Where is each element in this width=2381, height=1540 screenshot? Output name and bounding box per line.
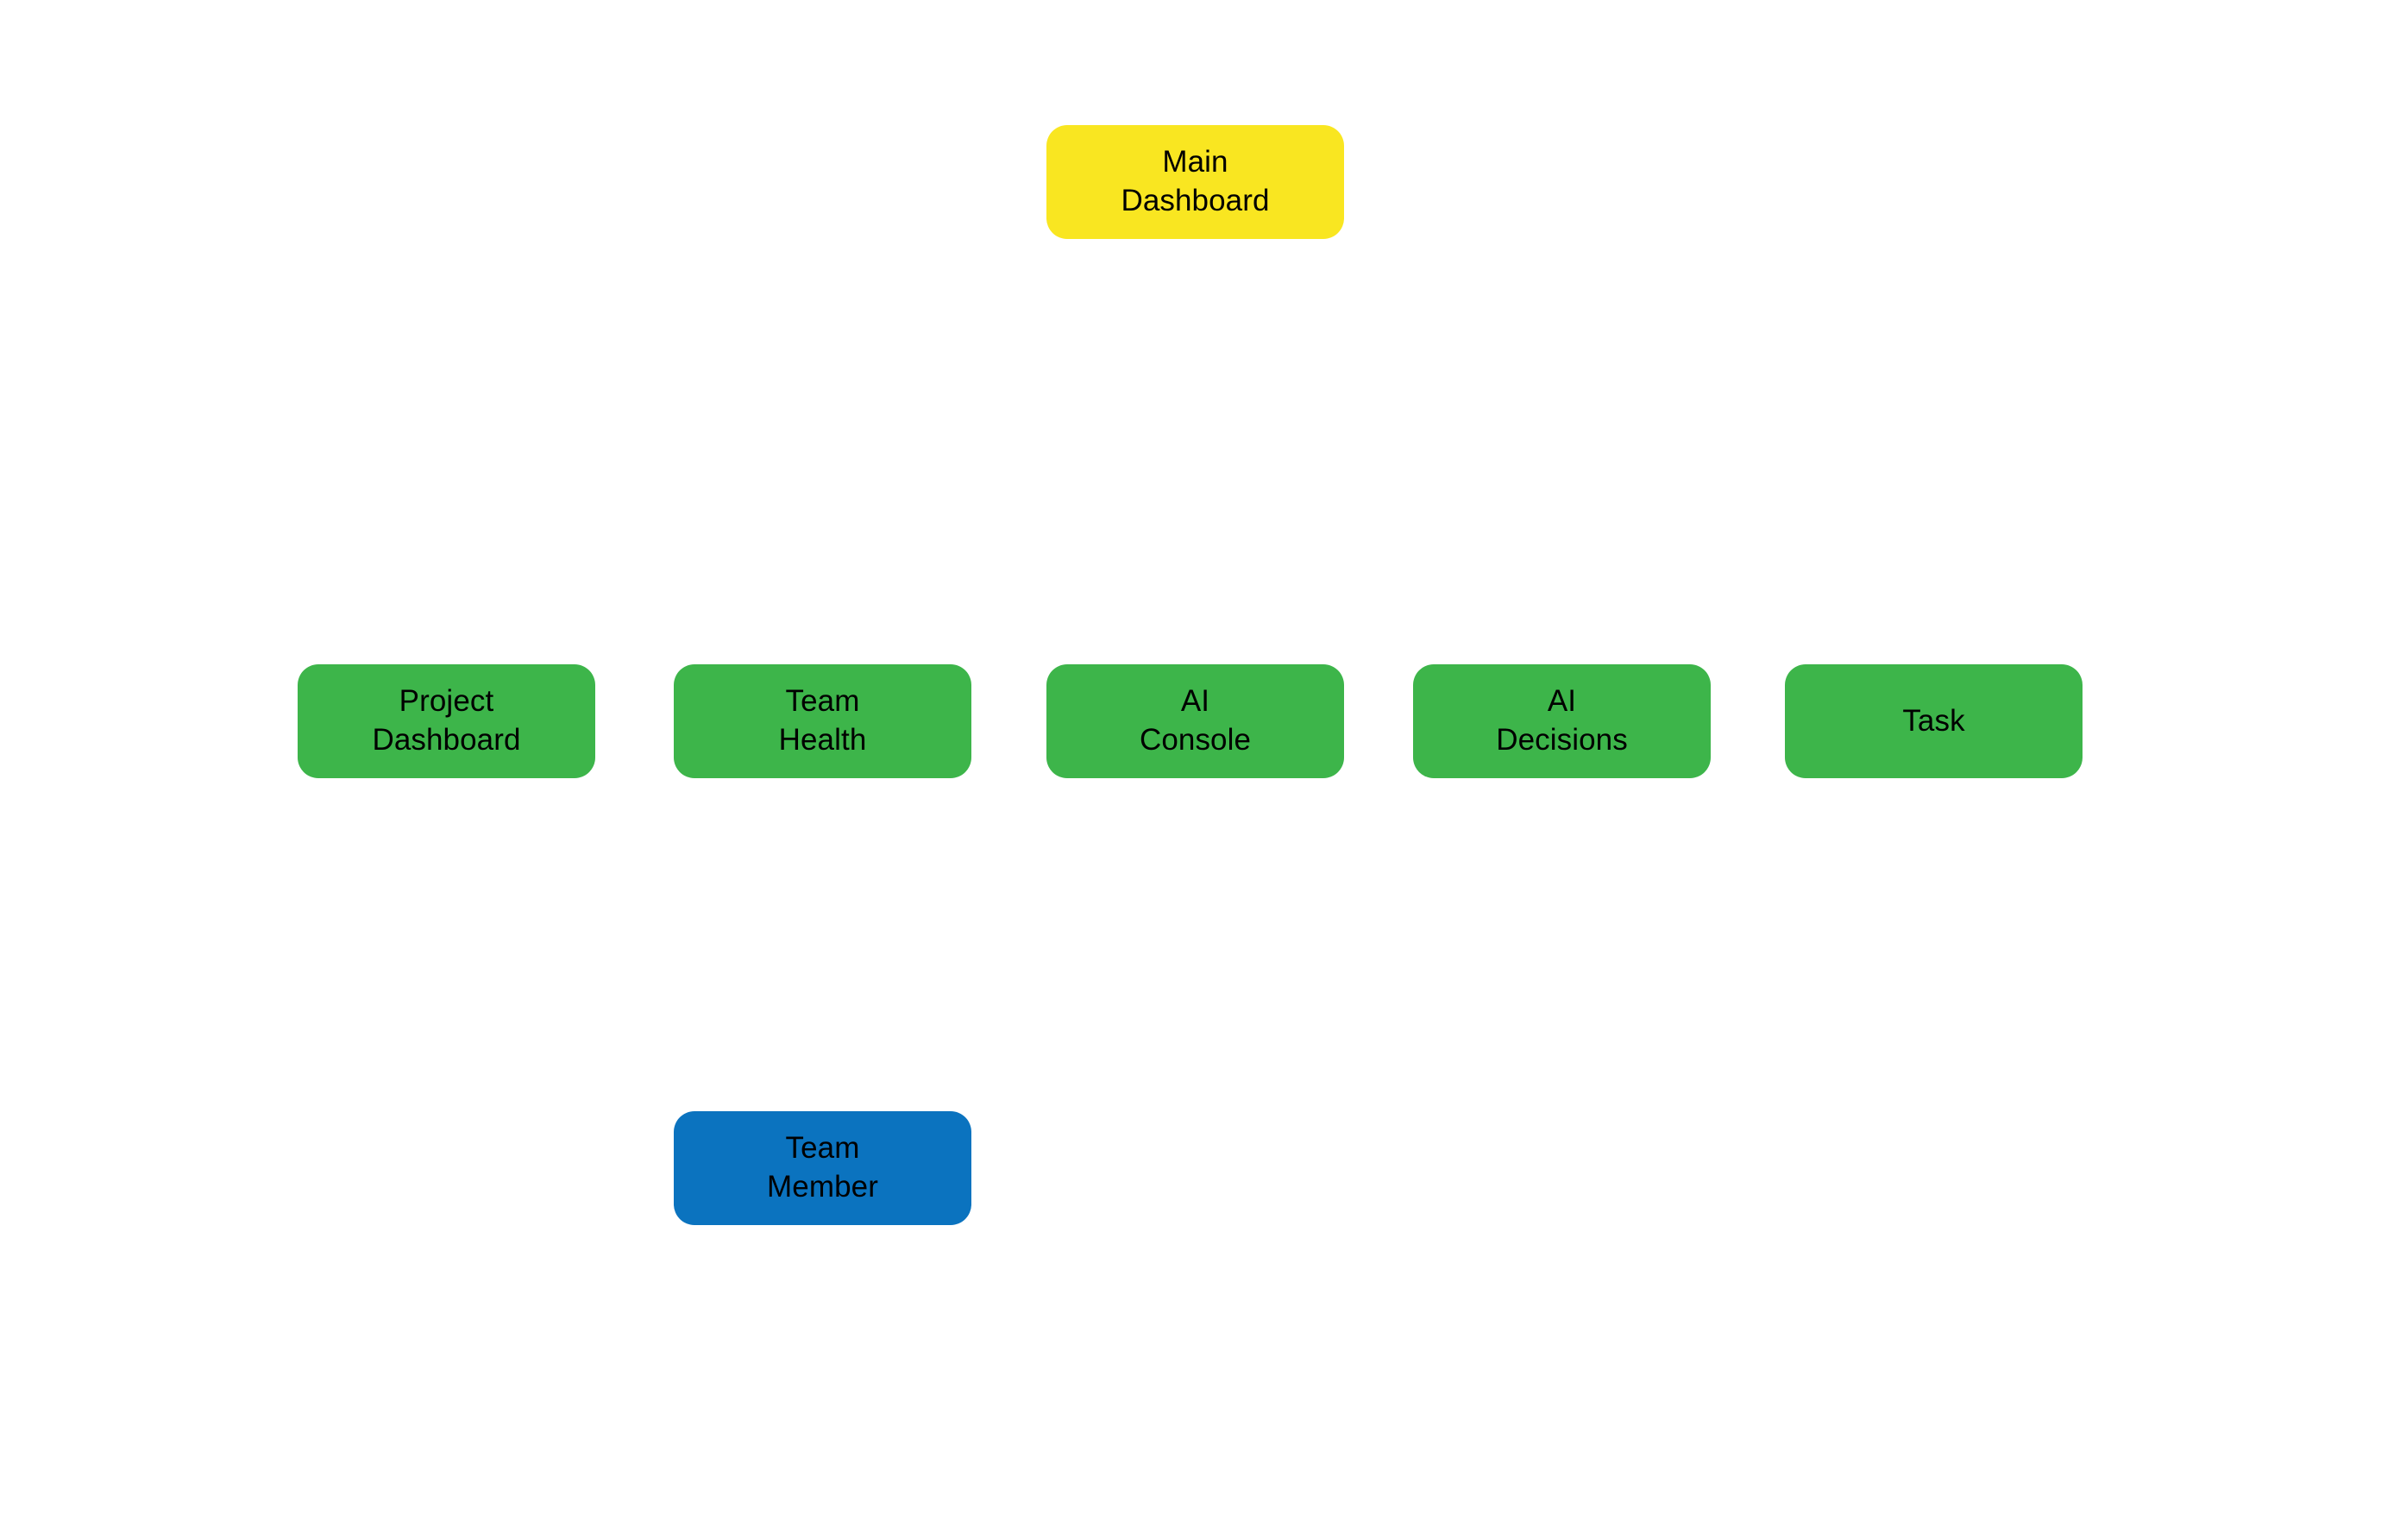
node-ai-decisions-label-line-1: AI xyxy=(1547,684,1577,719)
node-team-member-label-line-1: Team xyxy=(785,1131,860,1166)
node-team-member-label-line-2: Member xyxy=(767,1170,878,1204)
node-ai-console[interactable]: AI Console xyxy=(1046,664,1344,778)
node-ai-console-label-line-2: Console xyxy=(1139,723,1252,757)
node-project-dashboard-label-line-2: Dashboard xyxy=(372,723,521,757)
node-main-dashboard-label-line-2: Dashboard xyxy=(1121,184,1270,217)
node-team-health-label-line-2: Health xyxy=(778,723,867,757)
node-task[interactable]: Task xyxy=(1785,664,2083,778)
node-task-label-line-1: Task xyxy=(1902,703,1965,738)
node-team-health-label-line-1: Team xyxy=(785,684,860,719)
node-ai-decisions[interactable]: AI Decisions xyxy=(1413,664,1711,778)
node-main-dashboard-label-line-1: Main xyxy=(1162,145,1228,179)
node-project-dashboard-label-line-1: Project xyxy=(399,684,494,719)
node-ai-decisions-label-line-2: Decisions xyxy=(1496,723,1628,757)
node-ai-console-label-line-1: AI xyxy=(1180,684,1210,719)
